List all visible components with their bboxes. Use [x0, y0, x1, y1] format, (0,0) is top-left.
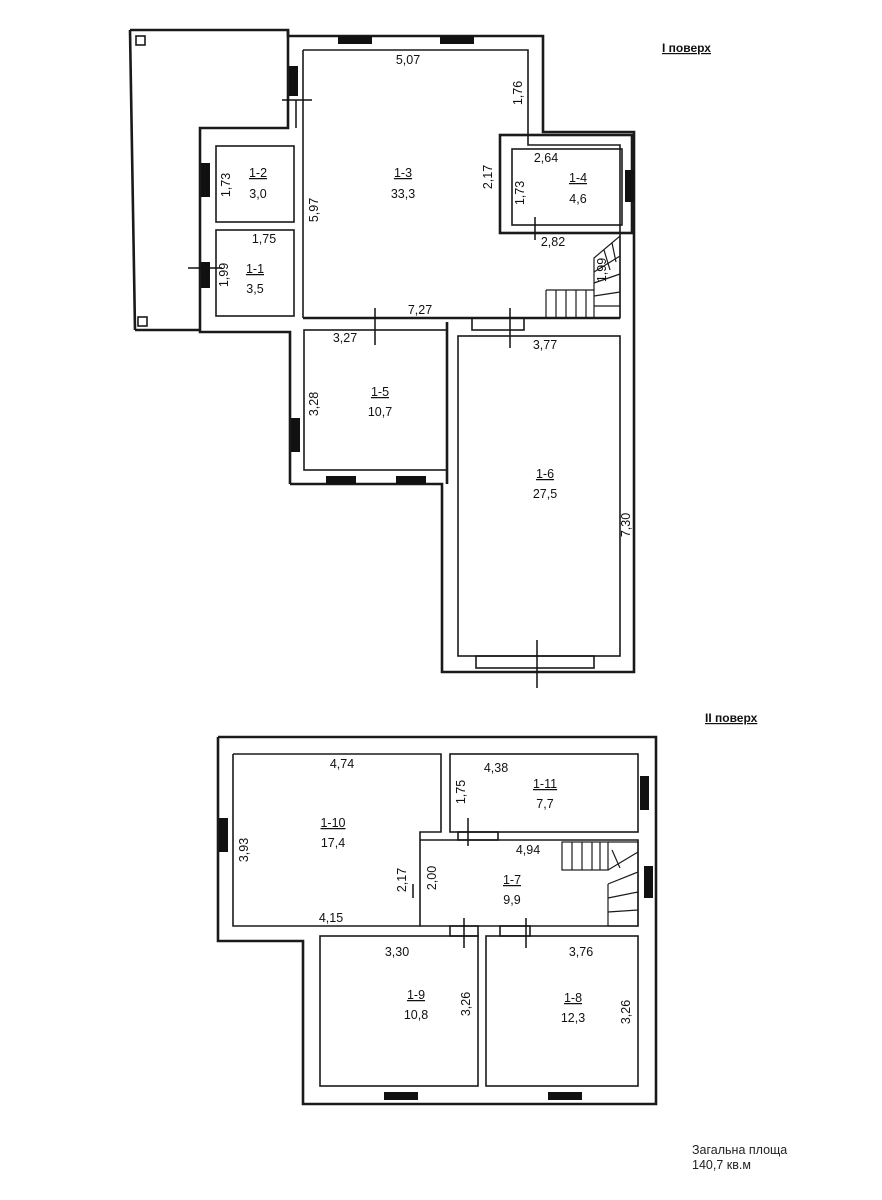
dim-4-74: 4,74 [330, 757, 354, 771]
dim-7-30: 7,30 [619, 513, 633, 537]
second-floor-outer-wall [216, 735, 658, 1106]
window [289, 66, 298, 96]
window [338, 36, 372, 44]
first-floor-title: I поверх [662, 41, 711, 55]
dim-5-97: 5,97 [307, 198, 321, 222]
dim-2-82: 2,82 [541, 235, 565, 249]
room-1-5-area: 10,7 [368, 405, 392, 419]
dim-3-30: 3,30 [385, 945, 409, 959]
room-1-8-wall [485, 935, 639, 1087]
staircase-first-floor [545, 234, 621, 319]
dim-5-07: 5,07 [396, 53, 420, 67]
dim-3-26-room-8: 3,26 [619, 1000, 633, 1024]
room-1-4-id: 1-4 [569, 171, 587, 185]
dim-4-94: 4,94 [516, 843, 540, 857]
room-1-4-area: 4,6 [569, 192, 586, 206]
dim-1-73-room-4: 1,73 [513, 181, 527, 205]
room-1-6-id: 1-6 [536, 467, 554, 481]
total-area-value: 140,7 кв.м [692, 1158, 751, 1172]
window [396, 476, 426, 484]
window [326, 476, 356, 484]
dim-7-27: 7,27 [408, 303, 432, 317]
room-1-1-area: 3,5 [246, 282, 263, 296]
dim-1-75: 1,75 [252, 232, 276, 246]
window [548, 1092, 582, 1100]
room-1-9-id: 1-9 [407, 988, 425, 1002]
inner-wall-line [303, 49, 621, 318]
dim-3-93: 3,93 [237, 838, 251, 862]
room-1-3-area: 33,3 [391, 187, 415, 201]
dim-1-75-floor-2: 1,75 [454, 780, 468, 804]
total-area-label: Загальна площа [692, 1143, 788, 1157]
total-area-block: Загальна площа 140,7 кв.м [692, 1143, 787, 1173]
room-1-8-area: 12,3 [561, 1011, 585, 1025]
dim-2-64: 2,64 [534, 151, 558, 165]
room-1-2-id: 1-2 [249, 166, 267, 180]
dim-3-28: 3,28 [307, 392, 321, 416]
room-1-9-wall [319, 935, 479, 1087]
dim-3-77: 3,77 [533, 338, 557, 352]
dim-3-76: 3,76 [569, 945, 593, 959]
room-1-8-id: 1-8 [564, 991, 582, 1005]
room-1-11-id: 1-11 [533, 777, 557, 791]
room-1-6-area: 27,5 [533, 487, 557, 501]
dim-2-17-floor-2: 2,17 [395, 868, 409, 892]
room-1-9-area: 10,8 [404, 1008, 428, 1022]
room-1-11-wall [449, 753, 639, 833]
window [219, 818, 228, 852]
terrace-outline [130, 28, 292, 484]
room-1-5-id: 1-5 [371, 385, 389, 399]
opening [457, 831, 499, 841]
dim-3-27: 3,27 [333, 331, 357, 345]
dim-1-99: 1,99 [217, 263, 231, 287]
dim-3-26-room-9: 3,26 [459, 992, 473, 1016]
window [201, 163, 210, 197]
dim-2-00: 2,00 [425, 866, 439, 890]
dim-1-73-room-2: 1,73 [219, 173, 233, 197]
second-floor-title: II поверх [705, 711, 758, 725]
staircase-second-floor [561, 841, 639, 927]
window [644, 866, 653, 898]
opening [471, 317, 525, 331]
dim-4-38: 4,38 [484, 761, 508, 775]
column-marker [137, 316, 148, 327]
room-1-10-wall [232, 753, 442, 927]
room-1-1-id: 1-1 [246, 262, 264, 276]
window [291, 418, 300, 452]
room-1-2-area: 3,0 [249, 187, 266, 201]
room-1-10-area: 17,4 [321, 836, 345, 850]
room-1-11-area: 7,7 [536, 797, 553, 811]
room-1-1-wall [215, 229, 295, 317]
room-1-7-id: 1-7 [503, 873, 521, 887]
room-1-2-wall [215, 145, 295, 223]
dim-1-99-stairs: 1,99 [595, 258, 609, 282]
house-outer-wall [286, 30, 636, 674]
room-1-5-wall [303, 329, 448, 471]
column-marker [135, 35, 146, 46]
room-1-3-id: 1-3 [394, 166, 412, 180]
dim-2-17: 2,17 [481, 165, 495, 189]
window [201, 262, 210, 288]
terrace-left-edge [128, 29, 137, 331]
window [640, 776, 649, 810]
opening [475, 655, 595, 669]
room-1-7-area: 9,9 [503, 893, 520, 907]
room-1-4-inner [511, 148, 623, 226]
room-1-10-id: 1-10 [320, 816, 345, 830]
dim-4-15: 4,15 [319, 911, 343, 925]
window [384, 1092, 418, 1100]
window [440, 36, 474, 44]
window [625, 170, 634, 202]
dim-1-76: 1,76 [511, 81, 525, 105]
